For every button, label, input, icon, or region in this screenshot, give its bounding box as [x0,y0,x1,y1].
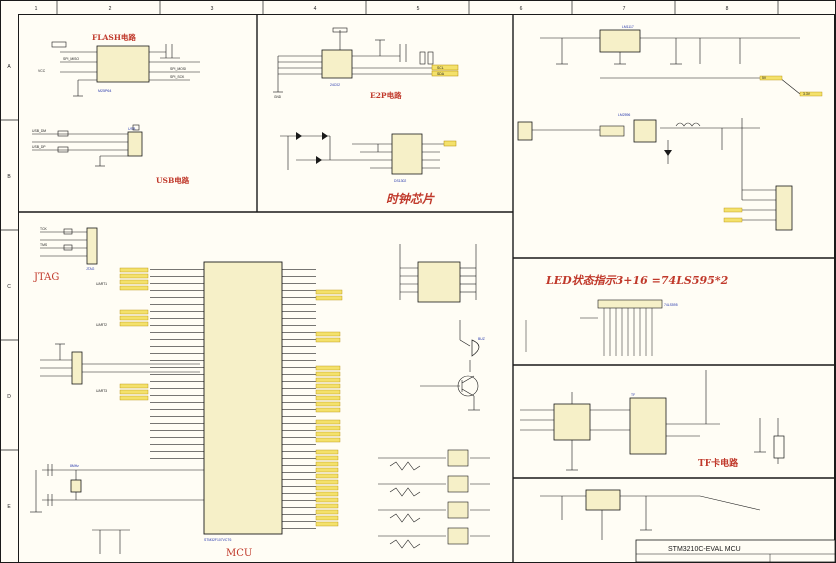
power-section: LM1117 LM2596 3.3V 5V [517,25,823,231]
net-label: VCC [38,69,46,73]
led-section-title: LED状态指示3+16 =74LS595*2 [545,274,729,287]
clock-section-title: 时钟芯片 [386,192,435,206]
section-dividers [18,14,836,563]
diode-icon [296,132,302,140]
col-marker: 8 [726,6,729,12]
usb-connector[interactable] [127,131,143,157]
fuse-component[interactable] [599,125,625,137]
net-label: 3.3V [803,92,811,96]
crystal[interactable] [70,479,82,493]
col-marker: 7 [623,6,626,12]
e2p-section-title: E2P电路 [370,90,402,100]
usb-connector-label: USB [128,127,136,131]
push-buttons [378,449,490,549]
push-button[interactable] [447,475,469,493]
push-button[interactable] [447,527,469,545]
net-label: SPI_MOSI [170,67,186,71]
row-marker: D [7,394,11,400]
tf-card-socket[interactable] [773,435,785,459]
col-marker: 2 [109,6,112,12]
power-header[interactable] [775,185,793,231]
led-array [525,308,653,356]
title-block-title: STM3210C-EVAL MCU [668,546,741,553]
push-button[interactable] [447,501,469,519]
switching-regulator[interactable] [633,119,657,143]
row-marker: A [7,64,11,70]
resistor-network[interactable] [417,261,461,303]
col-marker: 4 [314,6,317,12]
mcu-chip-label: STM32F107VCT6 [204,538,231,542]
jtag-connector-label: JTAG [86,267,95,271]
usb-section-title: USB电路 [156,175,190,185]
mcu-chip[interactable] [203,261,283,535]
push-button[interactable] [447,449,469,467]
eeprom-chip[interactable] [321,49,353,79]
row-marker: E [7,504,11,510]
tf-section: TF TF卡电路 [520,370,785,471]
mcu-left-net-flags [119,267,149,401]
diode-icon [664,150,672,156]
header-connector[interactable] [71,351,83,385]
buzzer-icon [471,339,480,357]
net-label: 5V [762,76,767,80]
net-label: UART3 [96,389,107,393]
net-flag [431,64,459,71]
buzzer-transistor-area: BUZ [378,244,490,549]
power-input-connector[interactable] [517,121,533,141]
tf-card-label: TF [631,393,635,397]
net-label: UART1 [96,282,107,286]
row-marker: B [7,174,11,180]
eeprom-chip-label: 24C02 [330,83,340,87]
switching-regulator-label: LM2596 [618,113,630,117]
jtag-connector[interactable] [86,227,98,265]
led-driver-chip[interactable] [597,299,663,309]
diode-icon [322,132,328,140]
e2p-section: 24C02 SCL SDA GND E2P电路 [273,27,459,100]
rtc-chip[interactable] [391,133,423,175]
tf-card-chip[interactable] [629,397,667,455]
net-label: USB_DM [32,129,46,133]
row-marker: C [7,284,11,290]
clock-section: DS1302 时钟芯片 [280,132,457,206]
net-flag [431,70,459,77]
tf-buffer-chip[interactable] [553,403,591,441]
title-block [635,539,836,563]
net-label: UART2 [96,323,107,327]
mcu-section-title: MCU [226,548,252,559]
net-label: SPI_MISO [63,57,79,61]
net-label: TMS [40,243,48,247]
led-section: LED状态指示3+16 =74LS595*2 74LS595 [525,274,729,356]
jtag-section-title: JTAG [33,272,59,283]
flash-section: FLASH电路 M25P64 SPI_MISO SPI_MOSI SPI_SCK… [38,32,200,97]
diode-icon [316,156,322,164]
net-label: TCK [40,227,48,231]
bottom-right-area: STM3210C-EVAL MCU [540,489,836,563]
regulator-label: LM1117 [622,25,634,29]
col-marker: 6 [520,6,523,12]
crystal-label: 8MHz [70,464,79,468]
net-label: SCL [437,66,444,70]
led-driver-label: 74LS595 [664,303,678,307]
ldo-chip[interactable] [585,489,621,511]
rtc-chip-label: DS1302 [394,179,406,183]
flash-section-title: FLASH电路 [92,32,136,42]
net-label: SPI_SCK [170,75,185,79]
col-marker: 3 [211,6,214,12]
net-label: GND [274,95,282,99]
regulator-chip[interactable] [599,29,641,53]
net-label: SDA [437,72,445,76]
mcu-right-net-flags [315,289,343,527]
col-marker: 1 [35,6,38,12]
flash-chip[interactable] [96,45,150,83]
usb-section: USB USB_DM USB_DP USB电路 [32,124,190,185]
net-label: USB_DP [32,145,46,149]
col-marker: 5 [417,6,420,12]
mcu-section: STM32F107VCT6 UART1 UART2 UART3 [30,261,343,559]
tf-section-title: TF卡电路 [698,457,739,469]
flash-chip-label: M25P64 [98,89,111,93]
buzzer-label: BUZ [478,337,485,341]
net-flag [443,140,457,147]
